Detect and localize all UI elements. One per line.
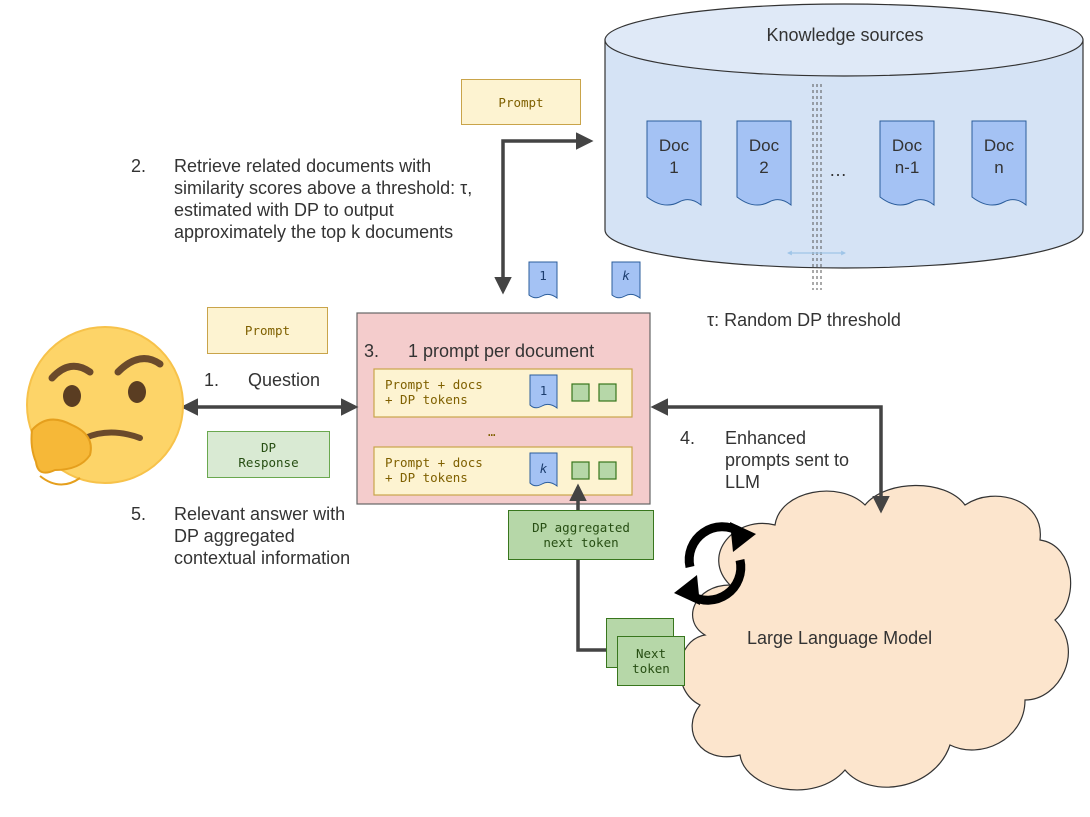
threshold-label: τ: Random DP threshold — [707, 310, 901, 330]
doc-1-line1: Doc — [658, 136, 690, 155]
user-prompt-box: Prompt — [207, 307, 328, 354]
doc-n-1-line1: Doc — [891, 136, 923, 155]
doc-1-label: Doc 1 — [644, 135, 704, 179]
step-4-number: 4. — [680, 428, 696, 448]
doc-n-1-label: Doc n-1 — [877, 135, 937, 179]
dp-token-square — [598, 383, 617, 402]
row-2-doc-label: k — [539, 461, 548, 476]
doc-2-shape — [736, 120, 792, 207]
dp-token-square — [571, 383, 590, 402]
dp-aggregated-token-box: DP aggregated next token — [508, 510, 654, 560]
cycle-arrowhead — [674, 575, 700, 605]
doc-n-shape — [971, 120, 1027, 207]
rows-ellipsis: … — [488, 424, 496, 439]
prompt-row-2-text: Prompt + docs + DP tokens — [385, 455, 483, 485]
step-2-text: Retrieve related documents with similari… — [174, 156, 473, 242]
step-1-number: 1. — [204, 370, 220, 390]
prompt-row-1-text: Prompt + docs + DP tokens — [385, 377, 483, 407]
dp-token-square — [598, 461, 617, 480]
row-2-doc-shape — [529, 452, 558, 487]
prompt-row-1-box — [373, 368, 633, 418]
cycle-arrowhead — [730, 522, 756, 552]
step-5-text: Relevant answer with DP aggregated conte… — [174, 504, 351, 568]
step-5-number: 5. — [131, 504, 147, 524]
knowledge-sources-cylinder — [604, 3, 1084, 269]
dp-aggregated-token-label: DP aggregated next token — [532, 520, 630, 550]
doc-n-1-line2: n-1 — [894, 158, 920, 177]
doc-n-line2: n — [994, 158, 1004, 177]
dp-response-box: DP Response — [207, 431, 330, 478]
doc-2-label: Doc 2 — [734, 135, 794, 179]
doc-n-label: Doc n — [969, 135, 1029, 179]
llm-label: Large Language Model — [747, 628, 933, 648]
row-1-doc-label: 1 — [539, 383, 548, 398]
doc-n-line1: Doc — [983, 136, 1015, 155]
retrieved-doc-k-label: k — [622, 268, 630, 283]
dp-token-square — [571, 461, 590, 480]
step-2-number: 2. — [131, 156, 147, 176]
doc-1-shape — [646, 120, 702, 207]
docs-ellipsis: … — [829, 160, 847, 180]
step-3-number: 3. — [364, 341, 380, 361]
dp-response-label: DP Response — [238, 439, 299, 470]
doc-2-line1: Doc — [748, 136, 780, 155]
next-token-box: Next token — [617, 636, 685, 686]
doc-1-line2: 1 — [669, 158, 679, 177]
retrieved-doc-1-label: 1 — [539, 268, 547, 283]
llm-arrow — [650, 398, 890, 514]
step-1-text: Question — [248, 370, 321, 390]
retrieved-doc-k-shape — [611, 261, 641, 299]
step-3-text: 1 prompt per document — [408, 341, 595, 361]
dp-threshold-separator — [812, 84, 822, 290]
thinking-face-icon — [26, 326, 184, 486]
doc-2-line2: 2 — [759, 158, 769, 177]
next-token-label: Next token — [632, 646, 670, 676]
step-4-text: Enhanced prompts sent to LLM — [725, 428, 850, 492]
doc-n-1-shape — [879, 120, 935, 207]
retrieve-arrow — [494, 132, 594, 295]
knowledge-sources-title: Knowledge sources — [766, 25, 924, 45]
row-1-doc-shape — [529, 374, 558, 409]
prompt-to-knowledge-box: Prompt — [461, 79, 581, 125]
